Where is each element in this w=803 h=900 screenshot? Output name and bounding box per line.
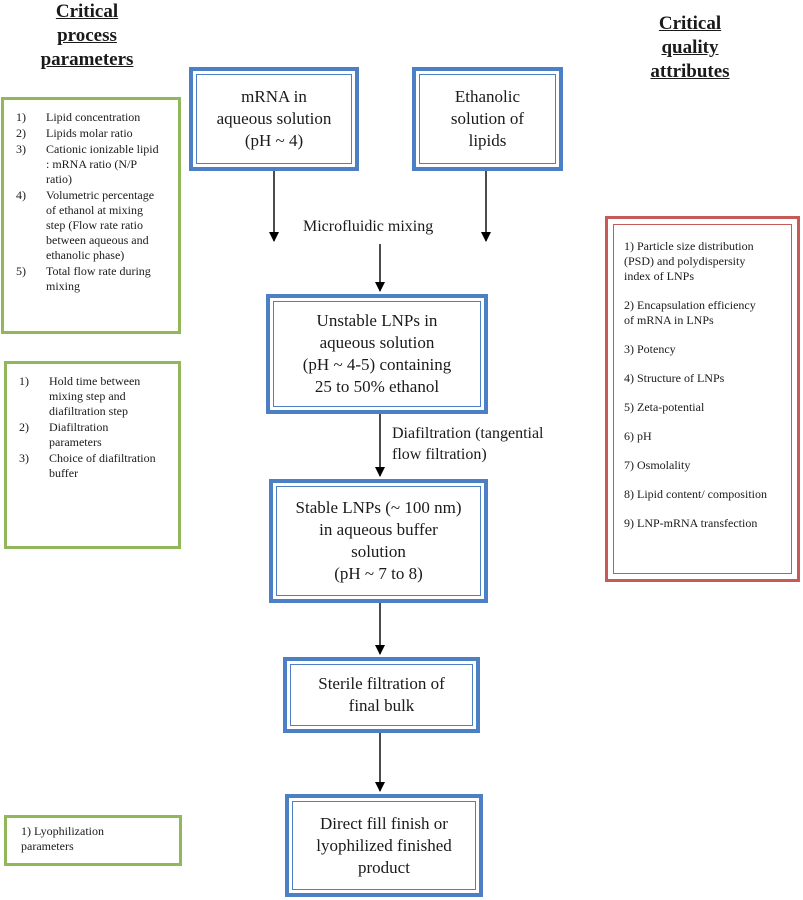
cpp-lyophilization-box: 1) Lyophilization parameters [4,815,182,866]
mrna-aqueous-solution-label: mRNA in aqueous solution (pH ~ 4) [196,74,352,164]
list-item: 4)Volumetric percentage of ethanol at mi… [16,188,155,262]
list-item: 3)Cationic ionizable lipid : mRNA ratio … [16,142,159,186]
cpp-diafiltration-list: 1)Hold time between mixing step and diaf… [19,374,172,481]
unstable-lnps-label: Unstable LNPs in aqueous solution (pH ~ … [273,301,481,407]
list-item: 1)Lipid concentration [16,110,141,124]
cpp-mixing-box: 1)Lipid concentration 2)Lipids molar rat… [1,97,181,334]
list-item: 2) Encapsulation efficiency of mRNA in L… [624,298,756,327]
list-item: 8) Lipid content/ composition [624,487,767,501]
ethanolic-lipids-label: Ethanolic solution of lipids [419,74,556,164]
list-item: 6) pH [624,429,652,443]
sterile-filtration-label: Sterile filtration of final bulk [290,664,473,726]
cpp-lyophilization-text: 1) Lyophilization parameters [21,824,104,853]
critical-quality-attributes-heading: Critical quality attributes [650,13,730,82]
list-item: 2)Diafiltration parameters [19,420,109,449]
list-item: 3)Choice of diafiltration buffer [19,451,156,480]
unstable-lnps-box: Unstable LNPs in aqueous solution (pH ~ … [266,294,488,414]
fill-finish-box: Direct fill finish or lyophilized finish… [285,794,483,897]
list-item: 3) Potency [624,342,676,356]
list-item: 4) Structure of LNPs [624,371,725,385]
list-item: 2)Lipids molar ratio [16,126,133,140]
list-item: 1) Particle size distribution (PSD) and … [624,239,754,283]
fill-finish-label: Direct fill finish or lyophilized finish… [292,801,476,890]
critical-process-parameters-heading: Critical process parameters [40,1,134,70]
sterile-filtration-box: Sterile filtration of final bulk [283,657,480,733]
cpp-mixing-list: 1)Lipid concentration 2)Lipids molar rat… [16,110,172,294]
cqa-box: 1) Particle size distribution (PSD) and … [605,216,800,582]
diafiltration-label: Diafiltration (tangential flow filtratio… [392,425,544,463]
stable-lnps-box: Stable LNPs (~ 100 nm) in aqueous buffer… [269,479,488,603]
list-item: 1)Hold time between mixing step and diaf… [19,374,141,418]
mrna-aqueous-solution-box: mRNA in aqueous solution (pH ~ 4) [189,67,359,171]
cpp-diafiltration-box: 1)Hold time between mixing step and diaf… [4,361,181,549]
ethanolic-lipids-box: Ethanolic solution of lipids [412,67,563,171]
list-item: 5)Total flow rate during mixing [16,264,151,293]
cqa-list: 1) Particle size distribution (PSD) and … [614,225,791,531]
list-item: 5) Zeta-potential [624,400,705,414]
stable-lnps-label: Stable LNPs (~ 100 nm) in aqueous buffer… [276,486,481,596]
cqa-inner-border: 1) Particle size distribution (PSD) and … [613,224,792,574]
list-item: 9) LNP-mRNA transfection [624,516,758,530]
list-item: 7) Osmolality [624,458,691,472]
microfluidic-mixing-label: Microfluidic mixing [303,218,434,235]
